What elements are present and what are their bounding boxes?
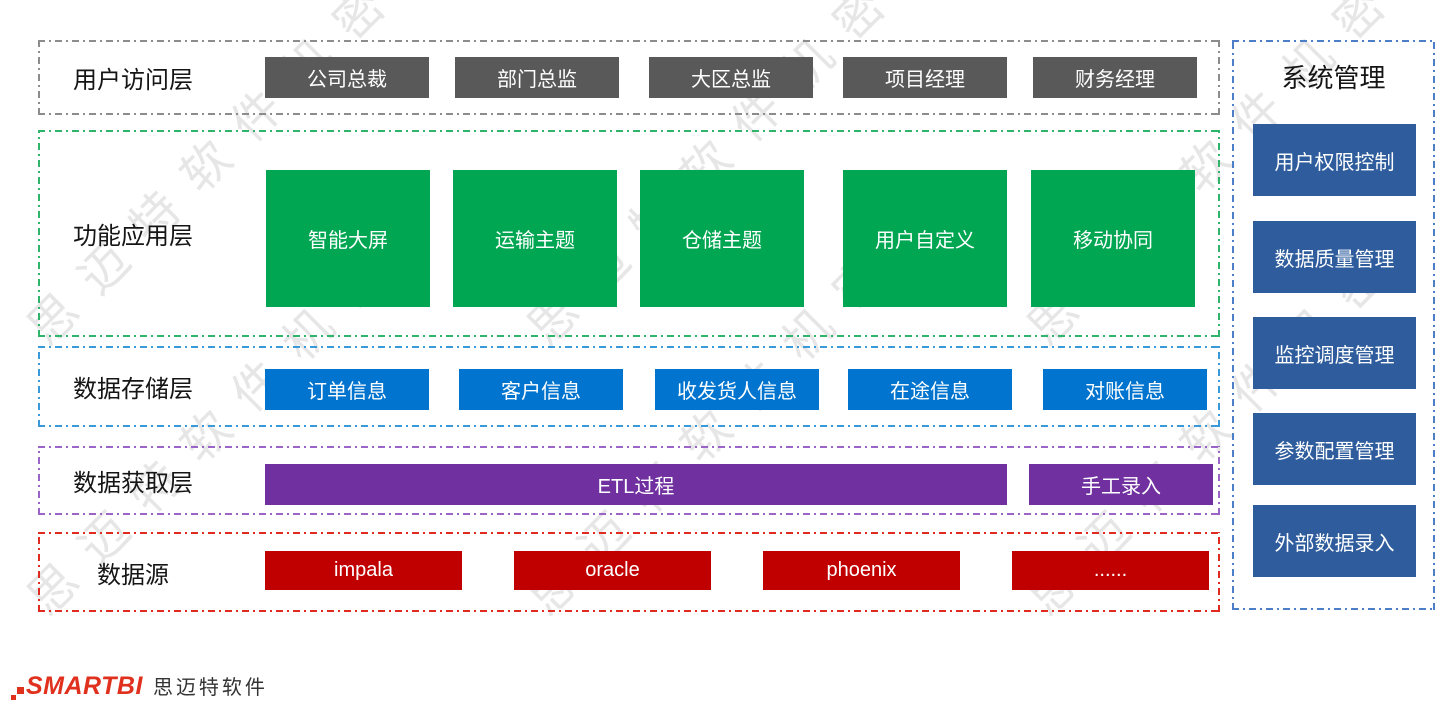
node-storage-dataset: 对账信息 [1043,369,1207,410]
layer-user-access: 用户访问层 公司总裁 部门总监 大区总监 项目经理 财务经理 [38,40,1220,115]
sidebar-system-management: 系统管理 用户权限控制 数据质量管理 监控调度管理 参数配置管理 外部数据录入 [1232,40,1435,610]
node-storage-dataset: 订单信息 [265,369,429,410]
node-app-module: 移动协同 [1031,170,1195,307]
node-storage-dataset: 在途信息 [848,369,1012,410]
layer-user-access-label: 用户访问层 [73,67,193,94]
layer-data-source-label: 数据源 [97,561,169,589]
node-user-role: 项目经理 [843,57,1007,98]
node-system-function: 监控调度管理 [1253,317,1416,389]
node-app-module: 用户自定义 [843,170,1007,307]
smartbi-logo: SMARTBI 思迈特软件 [10,670,268,702]
layer-data-source: 数据源 impala oracle phoenix ...... [38,532,1220,612]
node-system-function: 数据质量管理 [1253,221,1416,293]
sidebar-title: 系统管理 [1281,63,1386,93]
node-etl-process: ETL过程 [265,464,1007,505]
node-app-module: 运输主题 [453,170,617,307]
node-user-role: 公司总裁 [265,57,429,98]
node-app-module: 仓储主题 [640,170,804,307]
node-manual-entry: 手工录入 [1029,464,1213,505]
logo-brand-text: SMARTBI [26,672,143,700]
node-storage-dataset: 客户信息 [459,369,623,410]
node-data-source: oracle [514,551,711,590]
layer-function-app: 功能应用层 智能大屏 运输主题 仓储主题 用户自定义 移动协同 [38,130,1220,337]
node-data-source: ...... [1012,551,1209,590]
node-system-function: 用户权限控制 [1253,124,1416,196]
layer-data-acquisition: 数据获取层 ETL过程 手工录入 [38,446,1220,515]
layer-function-app-label: 功能应用层 [73,223,193,250]
node-user-role: 部门总监 [455,57,619,98]
node-system-function: 外部数据录入 [1253,505,1416,577]
node-user-role: 大区总监 [649,57,813,98]
node-data-source: impala [265,551,462,590]
node-data-source: phoenix [763,551,960,590]
node-system-function: 参数配置管理 [1253,413,1416,485]
layer-data-storage: 数据存储层 订单信息 客户信息 收发货人信息 在途信息 对账信息 [38,346,1220,427]
node-storage-dataset: 收发货人信息 [655,369,819,410]
layer-data-acquisition-label: 数据获取层 [73,470,193,497]
node-user-role: 财务经理 [1033,57,1197,98]
node-app-module: 智能大屏 [266,170,430,307]
layer-data-storage-label: 数据存储层 [73,376,193,403]
logo-company-name: 思迈特软件 [152,677,268,699]
logo-dots-icon [10,676,26,702]
